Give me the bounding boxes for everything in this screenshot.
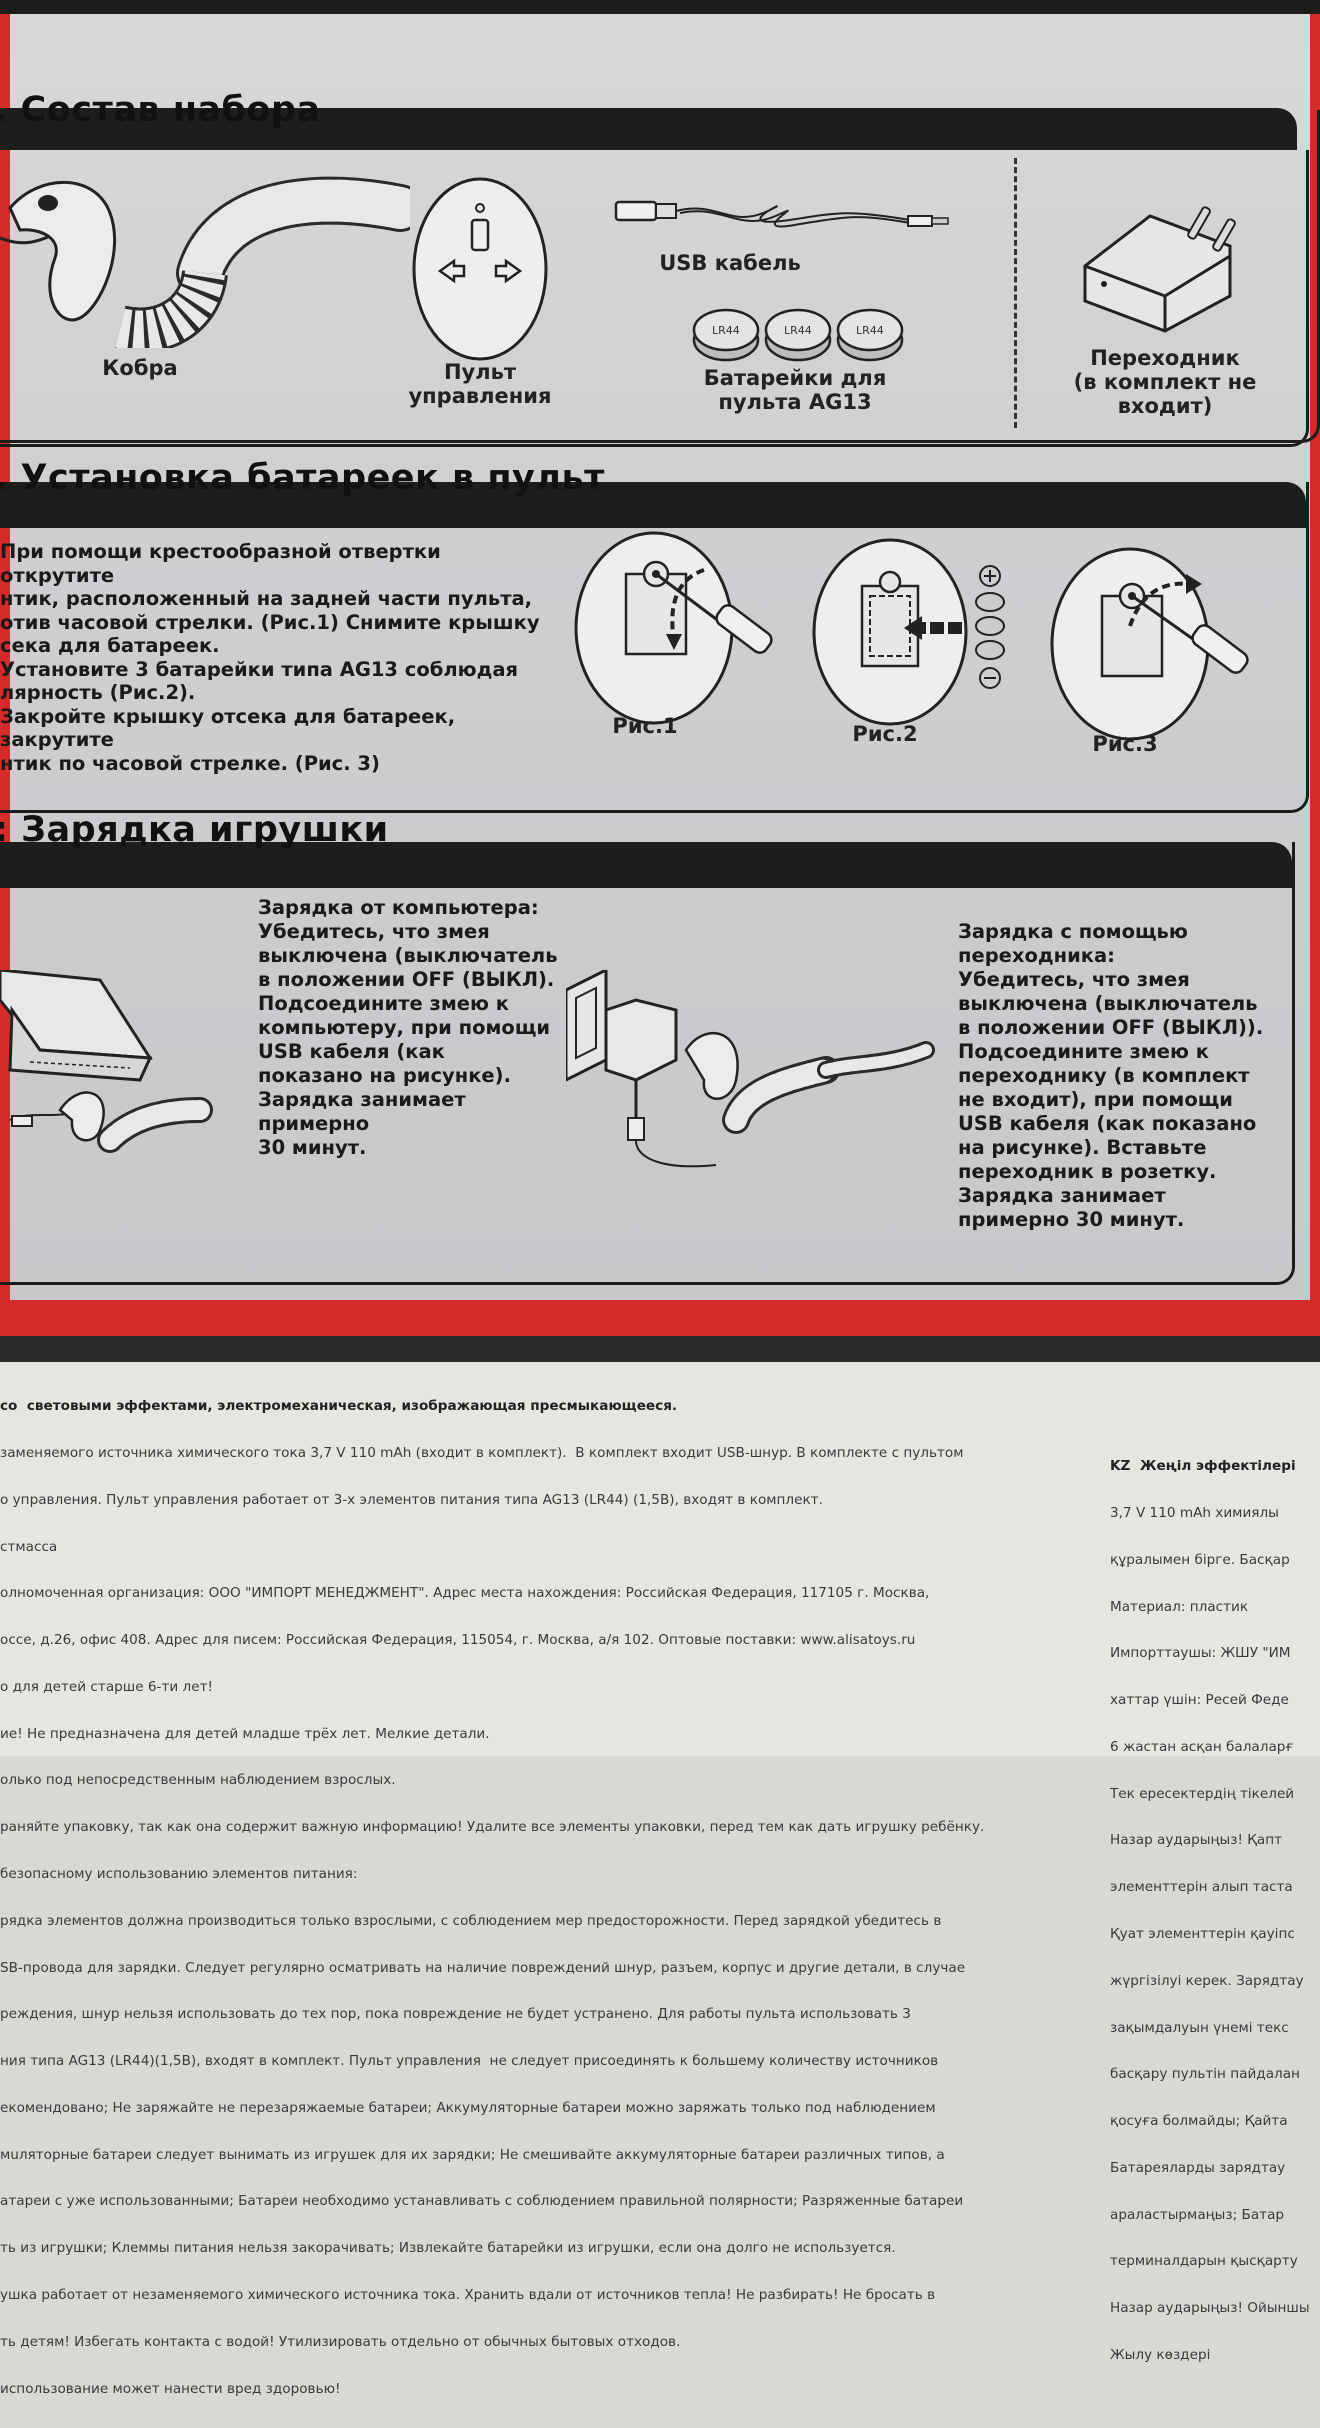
- remote-control-illustration: [412, 177, 548, 361]
- fine-print-ru-line-13: SB-провода для зарядки. Следует регулярн…: [0, 1959, 966, 1976]
- section-kit-title: . Состав набора: [0, 90, 321, 130]
- fine-print-ru-line-15: ния типа AG13 (LR44)(1,5B), входят в ком…: [0, 2053, 939, 2070]
- fine-print-ru-line-2: заменяемого источника химического тока 3…: [0, 1444, 964, 1461]
- battery-print-3: LR44: [856, 324, 884, 337]
- adapter-label: Переходник (в комплект не входит): [1073, 346, 1257, 418]
- fine-print-ru-line-7: о для детей старше 6-ти лет!: [0, 1678, 213, 1695]
- fine-print-area: со световыми эффектами, электромеханичес…: [0, 1362, 1320, 2396]
- fine-print-kz-line-14: басқару пультін пайдалан: [1110, 2066, 1300, 2083]
- figure-1-illustration: [574, 531, 773, 725]
- fine-print-ru-line-18: атареи с уже использованными; Батареи не…: [0, 2193, 964, 2210]
- figure-2-label: Рис.2: [852, 722, 918, 746]
- red-border-bottom: [0, 1300, 1320, 1336]
- section-kit-header: . Состав набора: [0, 66, 1318, 150]
- fine-print-ru-line-11: безопасному использованию элементов пита…: [0, 1866, 358, 1882]
- fine-print-ru-line-10: раняйте упаковку, так как она содержит в…: [0, 1819, 985, 1836]
- usb-cable-illustration: [614, 200, 949, 228]
- section-kit-contents: [0, 110, 1320, 443]
- top-dark-strip: [0, 0, 1320, 14]
- fine-print-kz-line-11: Қуат элементтерін қауіпс: [1110, 1926, 1295, 1942]
- fine-print-kz-line-5: Импорттаушы: ЖШУ "ИМ: [1110, 1645, 1291, 1662]
- cobra-illustration: [0, 176, 410, 348]
- laptop-charging-illustration: [0, 970, 213, 1153]
- fine-print-ru-line-21: ть детям! Избегать контакта с водой! Ути…: [0, 2333, 681, 2350]
- fine-print-ru-line-6: оссе, д.26, офис 408. Адрес для писем: Р…: [0, 1632, 916, 1649]
- fine-print-ru-line-4: стмасса: [0, 1538, 58, 1555]
- figure-1-label: Рис.1: [612, 714, 678, 738]
- section-install-body: [0, 482, 1309, 813]
- fine-print-ru-line-14: реждения, шнур нельзя использовать до те…: [0, 2006, 911, 2023]
- fine-print-kz-line-7: 6 жастан асқан балаларғ: [1110, 1738, 1294, 1755]
- section-kit-body: [0, 150, 1309, 447]
- batteries-illustration: LR44 LR44 LR44: [692, 308, 904, 362]
- fine-print-kz-line-3: құралымен бірге. Басқар: [1110, 1551, 1290, 1568]
- fine-print-ru-line-19: ть из игрушки; Клеммы питания нельзя зак…: [0, 2240, 896, 2257]
- adapter-illustration: [1083, 206, 1236, 333]
- figure-3-label: Рис.3: [1092, 732, 1158, 756]
- section-charge-title: : Зарядка игрушки: [0, 810, 389, 850]
- red-border-right: [1310, 14, 1320, 1320]
- cobra-label: Кобра: [102, 356, 178, 380]
- fine-print-ru-line-5: олномоченная организация: ООО "ИМПОРТ МЕ…: [0, 1585, 930, 1602]
- dashed-separator: [1014, 158, 1017, 428]
- fine-print-ru-line-16: екомендовано; Не заряжайте не перезаряжа…: [0, 2099, 936, 2116]
- red-border-left: [0, 14, 10, 1320]
- fine-print-kz-line-1: KZ Жеңіл эффектілері: [1110, 1458, 1296, 1475]
- fine-print-kz-line-12: жүргізілуі керек. Зарядтау: [1110, 1972, 1304, 1989]
- fine-print-kz-line-10: элементтерін алып таста: [1110, 1879, 1293, 1896]
- computer-charging-text: Зарядка от компьютера: Убедитесь, что зм…: [258, 896, 558, 1159]
- fine-print-kz-line-19: Назар аударыңыз! Ойыншы: [1110, 2300, 1310, 2317]
- fine-print-ru-line-8: ие! Не предназначена для детей младше тр…: [0, 1725, 490, 1742]
- section-install-title: . Установка батареек в пульт: [0, 458, 605, 498]
- fine-print-ru: со световыми эффектами, электромеханичес…: [0, 1368, 1090, 2428]
- usb-cable-label: USB кабель: [659, 251, 801, 275]
- fine-print-ru-line-9: олько под непосредственным наблюдением в…: [0, 1772, 396, 1789]
- figure-2-illustration: [812, 538, 1005, 726]
- adapter-charging-illustration: [566, 970, 935, 1168]
- fine-print-kz-line-2: 3,7 V 110 mAh химиялы: [1110, 1504, 1279, 1521]
- fine-print-ru-line-17: мuляторные батареи следует вынимать из и…: [0, 2146, 945, 2163]
- fine-print-ru-line-12: рядка элементов должна производиться тол…: [0, 1912, 942, 1929]
- section-charge-header: [0, 842, 1292, 888]
- fine-print-kz-line-13: зақымдалуын үнемі текс: [1110, 2019, 1289, 2036]
- battery-print-1: LR44: [712, 324, 740, 337]
- battery-print-2: LR44: [784, 324, 812, 337]
- fine-print-kz-line-20: Жылу көздері: [1110, 2347, 1211, 2364]
- install-instructions: При помощи крестообразной отвертки откру…: [0, 540, 540, 775]
- section-charge-body: [0, 842, 1295, 1285]
- fine-print-kz-line-8: Тек ересектердің тікелей: [1110, 1785, 1295, 1802]
- fine-print-kz: KZ Жеңіл эффектілері 3,7 V 110 mAh химия…: [1110, 1428, 1320, 2395]
- adapter-charging-text: Зарядка с помощью переходника: Убедитесь…: [958, 920, 1264, 1231]
- fine-print-kz-line-9: Назар аударыңыз! Қапт: [1110, 1832, 1283, 1849]
- fine-print-kz-line-17: араластырмаңыз; Батар: [1110, 2206, 1285, 2223]
- fine-print-kz-line-6: хаттар үшін: Ресей Феде: [1110, 1692, 1289, 1709]
- remote-label: Пульт управления: [408, 360, 552, 408]
- fine-print-kz-line-15: қосуға болмайды; Қайта: [1110, 2113, 1288, 2130]
- fine-print-ru-line-3: о управления. Пульт управления работает …: [0, 1491, 823, 1508]
- fine-print-kz-line-4: Материал: пластик: [1110, 1598, 1249, 1615]
- fine-print-ru-line-20: ушка работает от незаменяемого химическо…: [0, 2287, 936, 2304]
- fine-print-kz-line-18: терминалдарын қысқарту: [1110, 2253, 1298, 2270]
- fine-print-kz-line-16: Батареяларды зарядтау: [1110, 2159, 1286, 2176]
- section-install-header: [0, 482, 1306, 528]
- fine-print-ru-line-22: использование может нанести вред здоровь…: [0, 2380, 341, 2397]
- dark-band: [0, 1336, 1320, 1362]
- batteries-label: Батарейки для пульта AG13: [703, 366, 887, 414]
- figure-3-illustration: [1050, 547, 1249, 741]
- fine-print-ru-line-1: со световыми эффектами, электромеханичес…: [0, 1398, 678, 1415]
